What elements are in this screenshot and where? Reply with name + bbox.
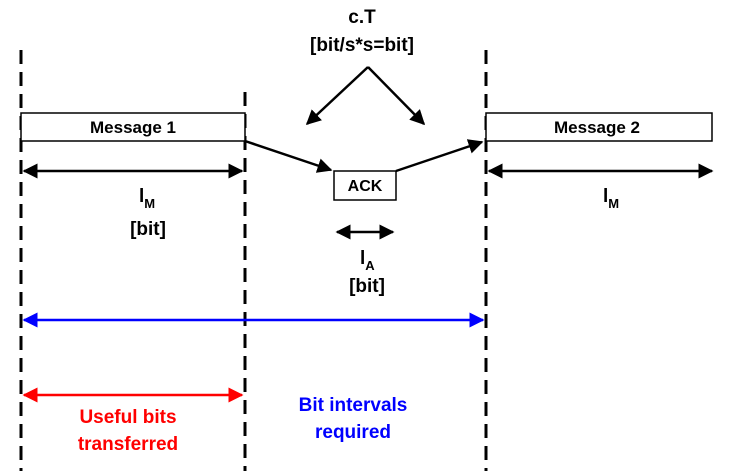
useful-label-line1: Useful bits [79, 407, 176, 428]
ct-arrow-left [305, 66, 369, 126]
ack-box [333, 170, 397, 201]
la-subscript: A [365, 258, 375, 273]
la-symbol: lA [360, 248, 375, 273]
propagation-arrow-from-ack [395, 139, 484, 173]
lm-letter: l [139, 186, 144, 207]
ct-arrow-right [367, 66, 426, 126]
propagation-arrow-to-ack [244, 139, 333, 173]
ct-label: c.T [348, 7, 376, 28]
lm2-subscript: M [608, 196, 619, 211]
lm2-symbol: lM [603, 186, 619, 211]
message2-box [485, 112, 713, 142]
useful-label-line2: transferred [78, 434, 178, 455]
ack-label: ACK [348, 178, 383, 195]
lm-symbol: lM [139, 186, 155, 211]
la-letter: l [360, 248, 365, 269]
lm-unit: [bit] [130, 219, 166, 240]
lm-subscript: M [144, 196, 155, 211]
message2-label: Message 2 [554, 118, 640, 137]
message1-box [20, 112, 246, 142]
lm2-letter: l [603, 186, 608, 207]
la-unit: [bit] [349, 276, 385, 297]
ct-units: [bit/s*s=bit] [310, 35, 414, 56]
interval-label-line1: Bit intervals [299, 395, 408, 416]
interval-label-line2: required [315, 422, 391, 443]
message1-label: Message 1 [90, 118, 176, 137]
